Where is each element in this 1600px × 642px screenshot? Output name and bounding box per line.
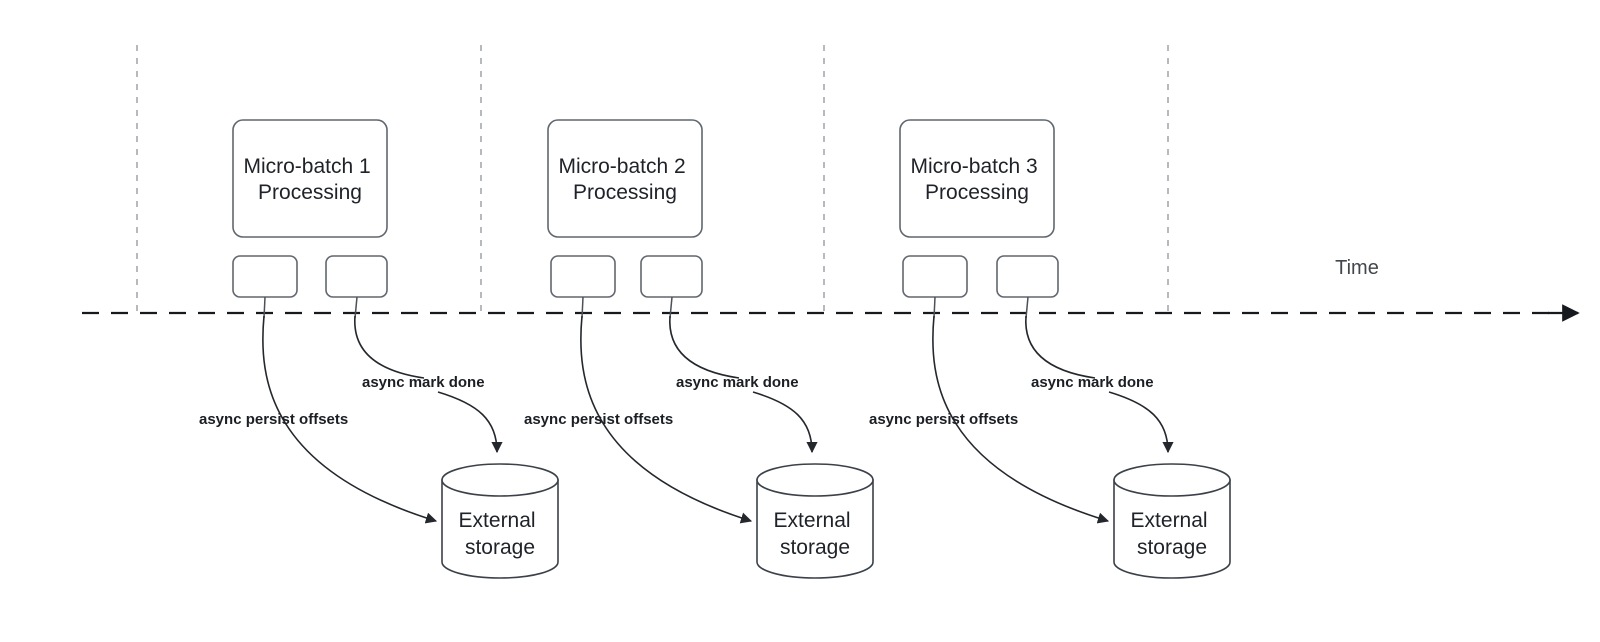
persist-offsets-arrow-3	[932, 315, 1110, 524]
microbatch-title-2-line2: Processing	[573, 181, 677, 204]
mark-done-task-2[interactable]	[640, 255, 703, 298]
mark-done-task-3[interactable]	[996, 255, 1059, 298]
external-storage-label-1-line1: External	[459, 509, 536, 532]
external-storage-label-3: External storage	[1131, 509, 1214, 559]
external-storage-cylinder-3[interactable]: External storage	[1113, 463, 1231, 579]
persist-offsets-label-2: async persist offsets	[524, 411, 673, 428]
persist-stem-2	[581, 296, 584, 319]
mark-done-arrow-2	[669, 315, 740, 379]
persist-offsets-task-3[interactable]	[902, 255, 968, 298]
microbatch-title-2: Micro-batch 2 Processing	[558, 155, 691, 204]
microbatch-title-1-line2: Processing	[258, 181, 362, 204]
time-axis-label: Time	[1335, 257, 1379, 279]
microbatch-box-1[interactable]	[232, 119, 388, 238]
mark-done-stem-3	[1025, 296, 1029, 319]
mark-done-arrow-2b	[752, 391, 818, 454]
batch-group-2: Micro-batch 2 Processing async persist o…	[524, 119, 874, 579]
persist-offsets-task-2[interactable]	[550, 255, 616, 298]
external-storage-label-3-line1: External	[1131, 509, 1208, 532]
external-storage-label-1-line2: storage	[465, 536, 535, 559]
mark-done-stem-2	[669, 296, 673, 319]
mark-done-label-1: async mark done	[362, 374, 485, 391]
persist-stem-1	[263, 296, 266, 319]
mark-done-task-1[interactable]	[325, 255, 388, 298]
mark-done-stem-1	[354, 296, 358, 319]
external-storage-cylinder-1[interactable]: External storage	[441, 463, 559, 579]
microbatch-title-3-line1: Micro-batch 3	[910, 155, 1037, 178]
batch-group-3: Micro-batch 3 Processing async persist o…	[869, 119, 1231, 579]
persist-offsets-label-1: async persist offsets	[199, 411, 348, 428]
persist-offsets-task-1[interactable]	[232, 255, 298, 298]
microbatch-box-2[interactable]	[547, 119, 703, 238]
external-storage-label-3-line2: storage	[1137, 536, 1207, 559]
external-storage-label-1: External storage	[459, 509, 542, 559]
external-storage-label-2: External storage	[774, 509, 857, 559]
microbatch-title-3: Micro-batch 3 Processing	[910, 155, 1043, 204]
mark-done-label-3: async mark done	[1031, 374, 1154, 391]
timeline-tick-lines	[136, 45, 1169, 316]
microbatch-title-1: Micro-batch 1 Processing	[243, 155, 376, 204]
external-storage-label-2-line1: External	[774, 509, 851, 532]
persist-offsets-label-3: async persist offsets	[869, 411, 1018, 428]
persist-stem-3	[933, 296, 936, 319]
microbatch-title-1-line1: Micro-batch 1	[243, 155, 370, 178]
microbatch-box-3[interactable]	[899, 119, 1055, 238]
microbatch-title-2-line1: Micro-batch 2	[558, 155, 685, 178]
persist-offsets-arrow-1	[262, 315, 438, 524]
mark-done-label-2: async mark done	[676, 374, 799, 391]
mark-done-arrow-1	[354, 315, 425, 379]
mark-done-arrow-1b	[437, 391, 503, 454]
batch-group-1: Micro-batch 1 Processing async persist o…	[199, 119, 559, 579]
external-storage-cylinder-2[interactable]: External storage	[756, 463, 874, 579]
mark-done-arrow-3	[1025, 315, 1096, 379]
mark-done-arrow-3b	[1108, 391, 1174, 454]
external-storage-label-2-line2: storage	[780, 536, 850, 559]
microbatch-title-3-line2: Processing	[925, 181, 1029, 204]
persist-offsets-arrow-2	[580, 315, 753, 524]
